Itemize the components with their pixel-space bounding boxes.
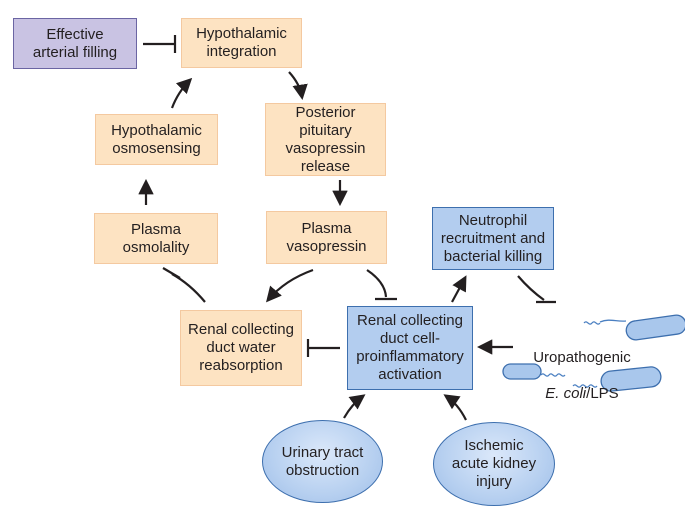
node-label: Effective arterial filling (32, 25, 118, 61)
node-label: Neutrophil recruitment and bacterial kil… (440, 211, 546, 265)
node-label: Posterior pituitary vasopressin release (285, 103, 366, 175)
node-label-suffix: /LPS (586, 385, 619, 402)
edge-inhibit-arterial-to-integration (143, 35, 177, 53)
node-label: Urinary tract obstruction (281, 443, 364, 479)
node-uropathogenic-ecoli: Uropathogenic E. coli/LPS (518, 331, 646, 421)
node-urinary-tract-obstruction: Urinary tract obstruction (262, 420, 383, 503)
edge-activation-to-neutrophil (451, 275, 467, 303)
node-hypothalamic-osmosensing: Hypothalamic osmosensing (95, 114, 218, 165)
node-label-line1: Uropathogenic (533, 349, 631, 366)
edge-osmosensing-to-integration (170, 77, 193, 109)
node-renal-water-reabsorption: Renal collecting duct water reabsorption (180, 310, 302, 386)
node-effective-arterial-filling: Effective arterial filling (13, 18, 137, 69)
bacterium-icon (502, 363, 566, 380)
edge-obstruction-to-activation (343, 394, 366, 419)
node-label-italic: E. coli (545, 385, 587, 402)
node-posterior-pituitary: Posterior pituitary vasopressin release (265, 103, 386, 176)
node-label: Renal collecting duct cell- proinflammat… (356, 312, 464, 383)
node-plasma-osmolality: Plasma osmolality (94, 213, 218, 264)
edge-ischemic-to-activation (443, 394, 467, 421)
bacterium-icon (572, 366, 662, 392)
node-plasma-vasopressin: Plasma vasopressin (266, 211, 387, 264)
node-label: Renal collecting duct water reabsorption (188, 321, 294, 374)
edge-inhibit-vasopressin-to-activation (366, 269, 397, 301)
node-label: Hypothalamic osmosensing (111, 121, 202, 157)
node-ischemic-acute-kidney-injury: Ischemic acute kidney injury (433, 422, 555, 506)
edge-integration-to-pituitary (288, 71, 308, 101)
edge-inhibit-reabsorption-to-osmolality (162, 267, 206, 303)
node-renal-proinflammatory-activation: Renal collecting duct cell- proinflammat… (347, 306, 473, 390)
node-label-line2: E. coli/LPS (518, 385, 646, 403)
node-neutrophil-recruitment: Neutrophil recruitment and bacterial kil… (432, 207, 554, 270)
node-label: Ischemic acute kidney injury (451, 437, 537, 490)
edge-inhibit-activation-to-reabsorption (306, 339, 340, 357)
node-label: Plasma osmolality (122, 220, 190, 256)
node-hypothalamic-integration: Hypothalamic integration (181, 18, 302, 68)
edge-vasopressin-to-reabsorption (266, 268, 314, 303)
bacterium-icon (583, 314, 685, 341)
node-label: Plasma vasopressin (286, 219, 367, 255)
node-label: Hypothalamic integration (196, 25, 287, 60)
edge-inhibit-neutrophil-to-ecoli (517, 275, 556, 304)
